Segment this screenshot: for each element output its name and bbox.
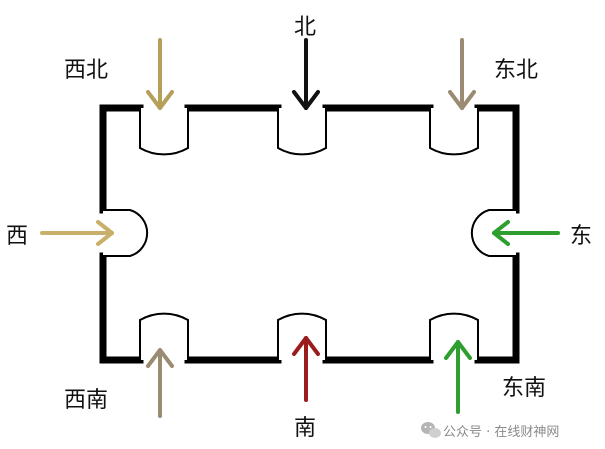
arrow-west <box>40 220 114 246</box>
label-northwest: 西北 <box>64 58 108 83</box>
arrow-east <box>492 220 560 246</box>
label-south: 南 <box>294 416 316 441</box>
label-north: 北 <box>294 15 316 40</box>
door-swings <box>103 108 516 360</box>
label-southeast: 东南 <box>502 376 546 401</box>
direction-labels: 北 西北 东北 西 东 西南 南 东南 <box>6 15 592 441</box>
label-east: 东 <box>570 224 592 249</box>
door-northeast <box>429 108 479 156</box>
door-west <box>103 209 149 257</box>
door-southeast <box>429 312 479 360</box>
arrow-northeast <box>448 38 476 110</box>
door-southwest <box>139 312 189 360</box>
arrow-northwest <box>146 38 174 110</box>
arrow-southwest <box>146 348 174 418</box>
house-outline <box>99 104 520 364</box>
arrow-north <box>292 38 320 110</box>
arrow-southeast <box>444 340 472 414</box>
arrows <box>40 38 560 418</box>
door-north <box>277 108 327 156</box>
arrow-south <box>292 336 320 402</box>
label-northeast: 东北 <box>494 58 538 83</box>
label-west: 西 <box>6 224 28 249</box>
door-northwest <box>139 108 189 156</box>
wechat-icon <box>421 422 441 438</box>
watermark-text: 公众号 · 在线财神网 <box>443 425 559 440</box>
watermark: 公众号 · 在线财神网 <box>421 422 559 440</box>
label-southwest: 西南 <box>64 388 108 413</box>
